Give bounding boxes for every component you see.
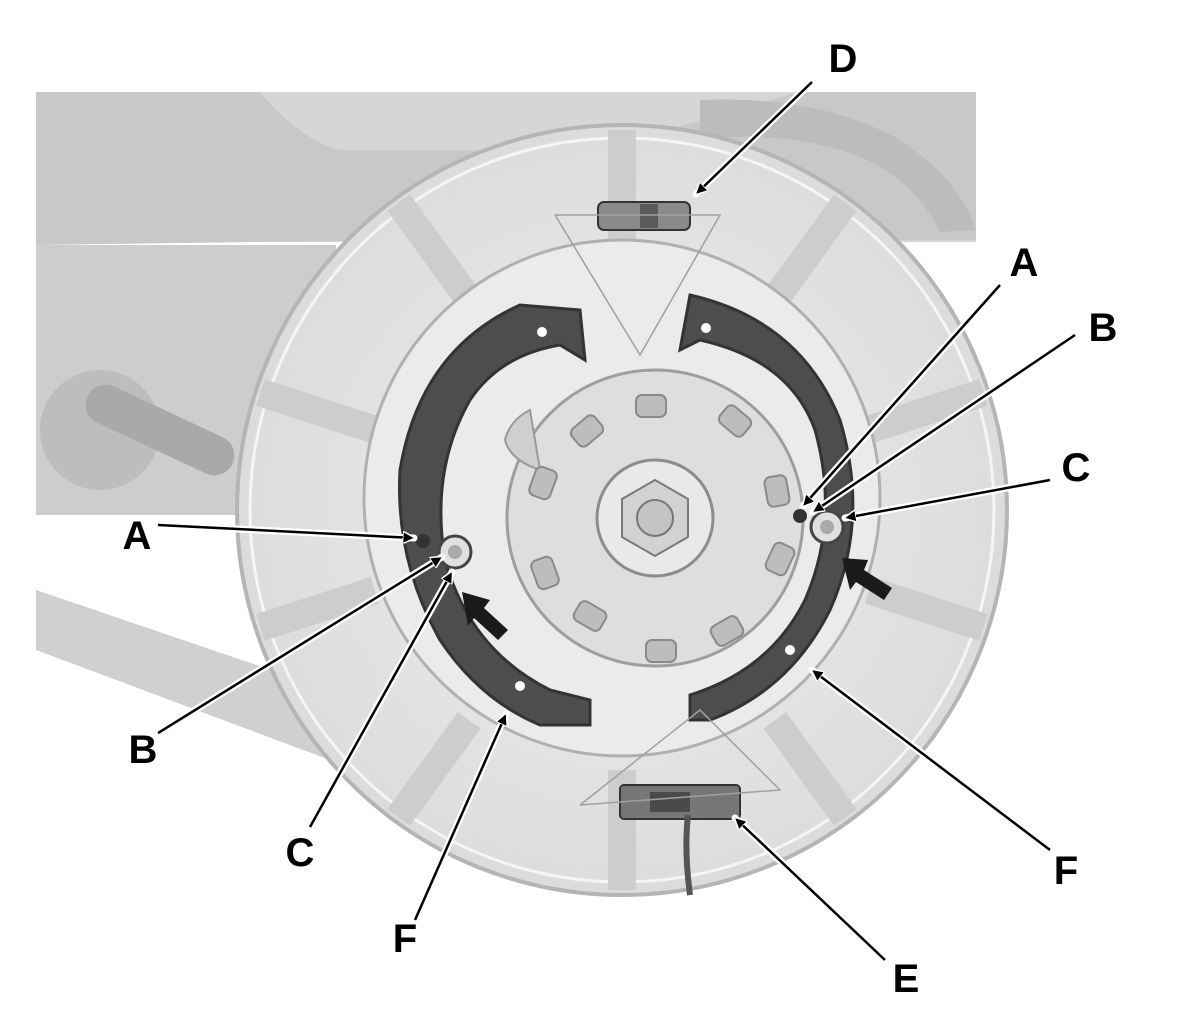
callout-c-left: C	[286, 831, 315, 875]
callout-e: E	[893, 957, 920, 1001]
callout-f-right: F	[1054, 849, 1078, 893]
wheel-hub	[503, 368, 805, 668]
adjuster-part	[554, 201, 722, 357]
leader-lines	[154, 78, 1079, 964]
callout-b-left: B	[129, 728, 158, 772]
callout-c-right: C	[1062, 446, 1091, 490]
shoe-retainers	[416, 509, 845, 570]
callout-labels: D A B C A B C F F E	[123, 37, 1118, 1001]
callout-f-left: F	[393, 917, 417, 961]
callout-a-left: A	[123, 514, 152, 558]
callout-a-right: A	[1010, 241, 1039, 285]
direction-arrows	[462, 558, 892, 640]
callout-b-right: B	[1089, 306, 1118, 350]
lever-part	[579, 708, 782, 896]
callout-d: D	[829, 37, 858, 81]
